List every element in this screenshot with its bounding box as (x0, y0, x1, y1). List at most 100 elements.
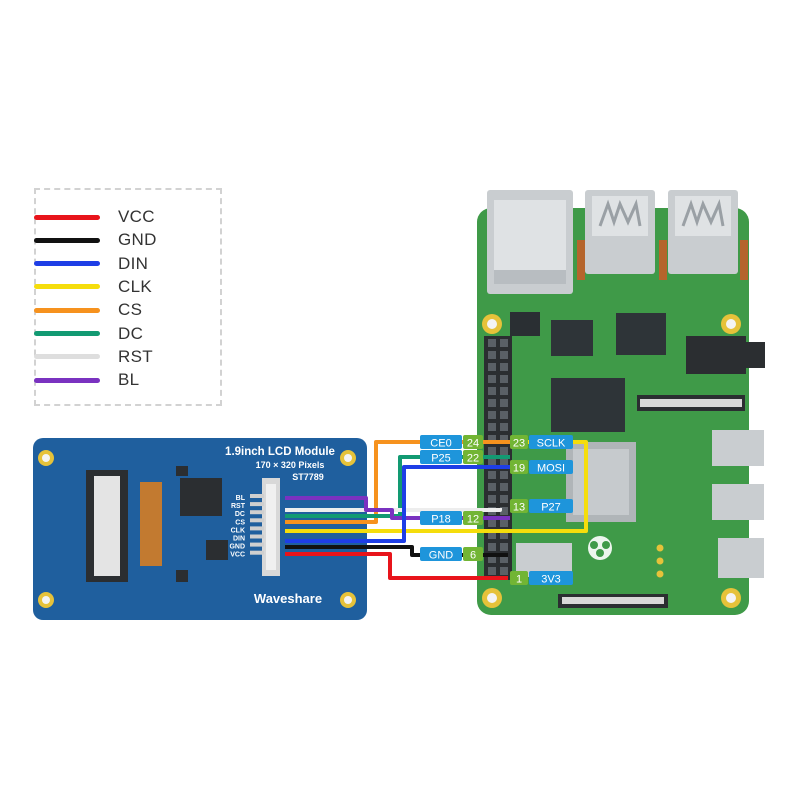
gpio-pin (488, 351, 496, 359)
gpio-pin (488, 375, 496, 383)
gpio-pin (488, 435, 496, 443)
raspberry-logo (588, 536, 612, 560)
gpio-pin (488, 399, 496, 407)
legend-swatch (34, 354, 100, 360)
mounting-holes (482, 314, 741, 608)
gpio-pin (488, 363, 496, 371)
gpio-pin (500, 375, 508, 383)
chip (616, 313, 666, 355)
usb-port-2 (668, 190, 738, 274)
pin-number: 22 (467, 453, 479, 465)
pin-name: P25 (431, 453, 451, 465)
gpio-pin (488, 339, 496, 347)
mounting-holes (38, 450, 356, 608)
lcd-pin-label-rst: RST (231, 503, 246, 510)
gpio-pin (500, 519, 508, 527)
usb-port-1 (585, 190, 655, 274)
gpio-pin (500, 459, 508, 467)
legend-item-rst: RST (34, 347, 153, 367)
lcd-pin-label-gnd: GND (229, 544, 245, 551)
legend-item-bl: BL (34, 370, 139, 390)
ram-chip (551, 378, 625, 432)
hdmi-port (712, 484, 764, 520)
pin-name: P18 (431, 514, 451, 526)
gpio-pin (500, 531, 508, 539)
legend-swatch (34, 307, 100, 313)
legend-item-cs: CS (34, 300, 142, 320)
gpio-pin (500, 483, 508, 491)
legend-swatch (34, 214, 100, 220)
chip (206, 540, 228, 560)
legend-swatch (34, 237, 100, 243)
gpio-pin (488, 519, 496, 527)
pin-name: GND (429, 550, 454, 562)
gpio-pin (500, 471, 508, 479)
legend-item-vcc: VCC (34, 207, 155, 227)
pin-tag-sclk: 23 SCLK (510, 435, 573, 450)
legend-label: DIN (118, 253, 149, 273)
pin-name: MOSI (537, 463, 565, 475)
legend-label: CLK (118, 276, 152, 296)
pin-name: CE0 (430, 438, 451, 450)
gpio-pin (500, 447, 508, 455)
wire-rst (285, 508, 502, 512)
chip (510, 312, 540, 336)
gpio-pin (500, 411, 508, 419)
gpio-pin (488, 483, 496, 491)
lcd-pin-label-bl: BL (236, 495, 246, 502)
wire-color-legend (34, 188, 222, 406)
pin-number: 12 (467, 514, 479, 526)
gpio-pin (500, 435, 508, 443)
pin-number: 24 (467, 438, 479, 450)
lcd-module-board: 1.9inch LCD Module 170 × 320 Pixels ST77… (33, 438, 367, 620)
brand-label: Waveshare (254, 591, 322, 606)
lcd-pin-label-din: DIN (233, 536, 245, 543)
chip (551, 320, 593, 356)
legend-swatch (34, 377, 100, 383)
usb-c-port (718, 538, 764, 578)
legend-swatch (34, 284, 100, 290)
pin-number: 6 (470, 550, 476, 562)
pin-tag-p18: P18 12 (420, 511, 483, 526)
wire-din (285, 465, 510, 543)
lcd-pin-label-cs: CS (235, 519, 245, 526)
legend-label: CS (118, 300, 143, 320)
legend-label: GND (118, 230, 157, 250)
fpc-connector (86, 470, 162, 582)
raspberry-pi-board (477, 190, 765, 615)
pin-tag-p25: P25 22 (420, 450, 483, 465)
gpio-pin (488, 531, 496, 539)
legend-label: DC (118, 323, 144, 343)
lcd-pin-label-clk: CLK (231, 527, 245, 534)
audio-jack (686, 336, 765, 374)
gpio-pin (500, 543, 508, 551)
pin-number: 1 (516, 574, 522, 586)
legend-item-din: DIN (34, 254, 148, 274)
legend-label: BL (118, 370, 140, 390)
chip (180, 478, 222, 516)
gpio-pin (500, 495, 508, 503)
gpio-pin (488, 471, 496, 479)
lcd-title: 1.9inch LCD Module (225, 446, 335, 458)
legend-swatch (34, 261, 100, 267)
lcd-controller: ST7789 (292, 472, 324, 482)
legend-item-clk: CLK (34, 277, 152, 297)
gpio-pin (488, 387, 496, 395)
gpio-pin (500, 567, 508, 575)
pin-number: 23 (513, 438, 525, 450)
gpio-pin (488, 495, 496, 503)
pin-number: 13 (513, 502, 525, 514)
pin-name: SCLK (537, 438, 566, 450)
gpio-pin (488, 411, 496, 419)
soc-chip (566, 442, 636, 522)
gpio-pin (500, 507, 508, 515)
pin-tag-gnd: GND 6 (420, 547, 483, 562)
gpio-pin (488, 543, 496, 551)
lcd-pin-header (262, 478, 280, 576)
gpio-pin (488, 567, 496, 575)
wire-bl (285, 496, 510, 520)
gpio-pin (488, 459, 496, 467)
